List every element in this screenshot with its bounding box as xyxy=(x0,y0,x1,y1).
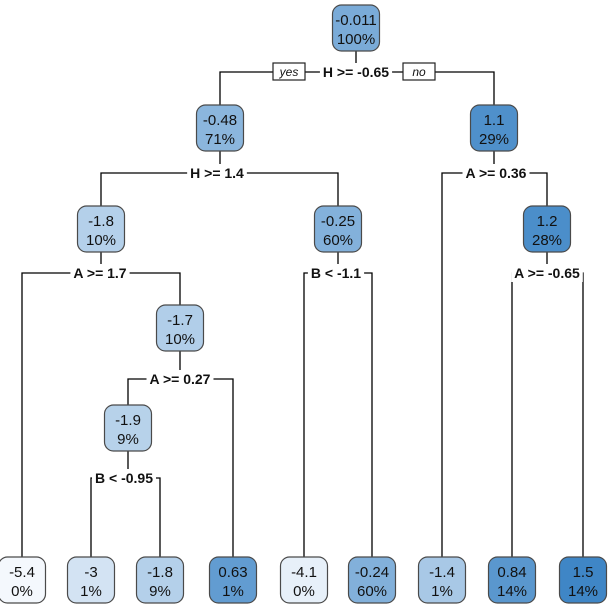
split-label-bg-s3 xyxy=(70,264,130,282)
split-label-s5: A >= -0.65 xyxy=(514,265,580,281)
node-box-n7 xyxy=(522,205,572,253)
node-percent-l5: 0% xyxy=(293,583,315,600)
tree-node-n9: -1.7 10% xyxy=(155,304,205,352)
node-value-l5: -4.1 xyxy=(291,564,317,581)
split-label-s6: A >= 0.27 xyxy=(150,371,211,387)
leaf-node-l1: -5.4 0% xyxy=(0,556,47,604)
node-box-n5 xyxy=(313,205,363,253)
split-label-bg-s5 xyxy=(511,264,583,282)
node-box-n18 xyxy=(103,404,153,452)
edge-s7-branches xyxy=(90,477,161,557)
branch-tag-box-yes xyxy=(272,62,306,81)
node-box-l3 xyxy=(135,556,185,604)
node-box-l9 xyxy=(558,556,608,604)
node-value-l7: -1.4 xyxy=(429,564,455,581)
node-box-l1 xyxy=(0,556,47,604)
branch-tags: yes no xyxy=(272,62,436,81)
node-percent-l3: 9% xyxy=(149,583,171,600)
node-value-l4: 0.63 xyxy=(218,564,247,581)
split-label-bg-s2 xyxy=(462,164,530,182)
node-box-n1 xyxy=(331,4,381,52)
node-percent-l6: 60% xyxy=(357,583,387,600)
node-box-l8 xyxy=(487,556,537,604)
node-percent-n18: 9% xyxy=(117,431,139,448)
leaf-node-l2: -31% xyxy=(66,556,116,604)
split-label-s3: A >= 1.7 xyxy=(73,265,126,281)
node-value-l9: 1.5 xyxy=(573,564,594,581)
leaf-node-l6: -0.24 60% xyxy=(347,556,397,604)
leaf-node-l3: -1.8 9% xyxy=(135,556,185,604)
node-box-l7 xyxy=(417,556,467,604)
node-box-l4 xyxy=(208,556,258,604)
branch-tag-no: no xyxy=(402,62,436,81)
node-value-n4: -1.8 xyxy=(88,213,114,230)
split-label-bg-s7 xyxy=(92,469,156,487)
split-label-bg-s1 xyxy=(187,164,247,182)
split-label-s0: H >= -0.65 xyxy=(323,64,389,80)
node-percent-n2: 71% xyxy=(205,131,235,148)
tree-node-n1: -0.011 100% xyxy=(331,4,381,52)
node-percent-n3: 29% xyxy=(479,131,509,148)
node-box-l6 xyxy=(347,556,397,604)
split-label-s4: B < -1.1 xyxy=(311,265,361,281)
branch-tag-label-no: no xyxy=(412,65,426,79)
node-percent-l8: 14% xyxy=(497,583,527,600)
leaf-node-l5: -4.1 0% xyxy=(279,556,329,604)
node-value-l1: -5.4 xyxy=(9,564,35,581)
split-label-s1: H >= 1.4 xyxy=(190,165,244,181)
tree-node-n5: -0.25 60% xyxy=(313,205,363,253)
tree-node-n18: -1.9 9% xyxy=(103,404,153,452)
node-percent-n1: 100% xyxy=(337,31,375,48)
node-value-n5: -0.25 xyxy=(321,213,355,230)
node-box-l5 xyxy=(279,556,329,604)
node-value-n7: 1.2 xyxy=(537,213,558,230)
node-value-l6: -0.24 xyxy=(355,564,389,581)
split-label-bg-s6 xyxy=(146,370,214,388)
node-value-l3: -1.8 xyxy=(147,564,173,581)
node-box-n9 xyxy=(155,304,205,352)
node-value-n9: -1.7 xyxy=(167,312,193,329)
tree-node-n4: -1.8 10% xyxy=(76,205,126,253)
node-percent-l4: 1% xyxy=(222,583,244,600)
node-box-n2 xyxy=(195,104,245,152)
tree-node-n2: -0.48 71% xyxy=(195,104,245,152)
leaf-node-l9: 1.514% xyxy=(558,556,608,604)
node-box-n3 xyxy=(469,104,519,152)
tree-node-n3: 1.129% xyxy=(469,104,519,152)
node-percent-l9: 14% xyxy=(568,583,598,600)
node-value-l2: -3 xyxy=(84,564,97,581)
split-label-s7: B < -0.95 xyxy=(95,470,153,486)
edge-s5-branches xyxy=(511,272,584,557)
node-value-l8: 0.84 xyxy=(497,564,526,581)
leaf-node-l8: 0.84 14% xyxy=(487,556,537,604)
split-label-bg-s0 xyxy=(319,63,393,81)
tree-node-n7: 1.228% xyxy=(522,205,572,253)
node-percent-l7: 1% xyxy=(431,583,453,600)
split-labels: H >= -0.65 H >= 1.4 A >= 0.36 A >= 1.7 B < -… xyxy=(70,63,583,487)
node-percent-n4: 10% xyxy=(86,232,116,249)
node-percent-n7: 28% xyxy=(532,232,562,249)
node-percent-n5: 60% xyxy=(323,232,353,249)
split-label-bg-s4 xyxy=(307,264,365,282)
node-value-n18: -1.9 xyxy=(115,412,141,429)
node-value-n2: -0.48 xyxy=(203,112,237,129)
branch-tag-yes: yes xyxy=(272,62,306,81)
leaf-node-l4: 0.63 1% xyxy=(208,556,258,604)
node-percent-n9: 10% xyxy=(165,331,195,348)
node-percent-l1: 0% xyxy=(11,583,33,600)
branch-tag-label-yes: yes xyxy=(279,65,299,79)
node-value-n1: -0.011 xyxy=(335,12,376,29)
node-value-n3: 1.1 xyxy=(484,112,505,129)
node-box-n4 xyxy=(76,205,126,253)
split-label-s2: A >= 0.36 xyxy=(466,165,527,181)
tree-nodes: -0.011100%-0.4871%1.129%-1.810%-0.2560%1… xyxy=(0,4,608,604)
branch-tag-box-no xyxy=(402,62,436,81)
leaf-node-l7: -1.4 1% xyxy=(417,556,467,604)
edge-s4-branches xyxy=(303,272,373,557)
node-box-l2 xyxy=(66,556,116,604)
node-percent-l2: 1% xyxy=(80,583,102,600)
